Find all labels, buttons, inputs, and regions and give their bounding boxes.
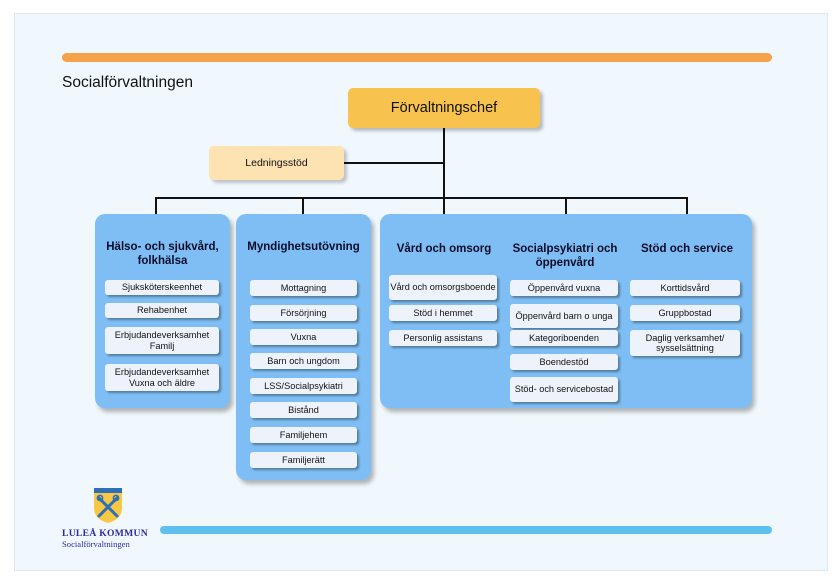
logo-subtitle: Socialförvaltningen [62,539,130,549]
chief-box: Förvaltningschef [348,88,540,128]
unit-box: Gruppbostad [630,305,740,321]
unit-box: Barn och ungdom [250,353,357,369]
unit-box: Daglig verksamhet/ sysselsättning [630,330,740,356]
lulea-coat-of-arms-icon [91,486,125,524]
unit-box: Personlig assistans [389,330,497,346]
unit-box: Öppenvård barn o unga [510,304,618,328]
unit-box: LSS/Socialpsykiatri [250,378,357,394]
dept-title-stod-service: Stöd och service [640,243,734,255]
connector-dept-4 [565,197,567,214]
connector-dept-2 [302,197,304,214]
unit-box: Rehabenhet [105,303,219,318]
unit-box: Boendestöd [510,354,618,370]
top-accent-bar [62,53,772,62]
bottom-accent-bar [160,526,772,534]
unit-box: Kategoriboenden [510,330,618,346]
unit-box: Familjerätt [250,452,357,468]
dept-halso-sjukvard: Hälso- och sjukvård, folkhälsa Sjuksköte… [95,214,230,408]
connector-dept-3 [443,197,445,214]
unit-box: Sjuksköterskeenhet [105,280,219,295]
unit-box: Stöd- och servicebostad [510,377,618,402]
unit-box: Vård och omsorgsboende [389,275,497,300]
dept-group: Vård och omsorg Vård och omsorgsboende S… [380,214,752,408]
connector-dept-5 [686,197,688,214]
page-title: Socialförvaltningen [62,74,193,91]
dept-title-vard-omsorg: Vård och omsorg [396,243,492,255]
dept-title-socialpsykiatri: Socialpsykiatri och öppenvård [512,243,618,269]
unit-box: Mottagning [250,280,357,296]
dept-title: Hälso- och sjukvård, folkhälsa [106,241,219,267]
unit-box: Erbjudandeverksamhet Vuxna och äldre [105,364,219,391]
dept-myndighetsutovning: Myndighetsutövning Mottagning Försörjnin… [236,214,371,480]
unit-box: Erbjudandeverksamhet Familj [105,327,219,354]
unit-box: Vuxna [250,329,357,345]
connector-staff [344,162,444,164]
staff-box: Ledningsstöd [209,146,344,180]
logo-name: LULEÅ KOMMUN [62,528,148,539]
unit-box: Bistånd [250,402,357,418]
connector-dept-1 [155,197,157,214]
dept-title: Myndighetsutövning [247,241,360,253]
connector-chief-trunk [443,128,445,197]
unit-box: Försörjning [250,305,357,321]
connector-horizontal [155,197,687,199]
unit-box: Familjehem [250,427,357,443]
unit-box: Stöd i hemmet [389,305,497,321]
unit-box: Öppenvård vuxna [510,280,618,296]
unit-box: Korttidsvård [630,280,740,296]
